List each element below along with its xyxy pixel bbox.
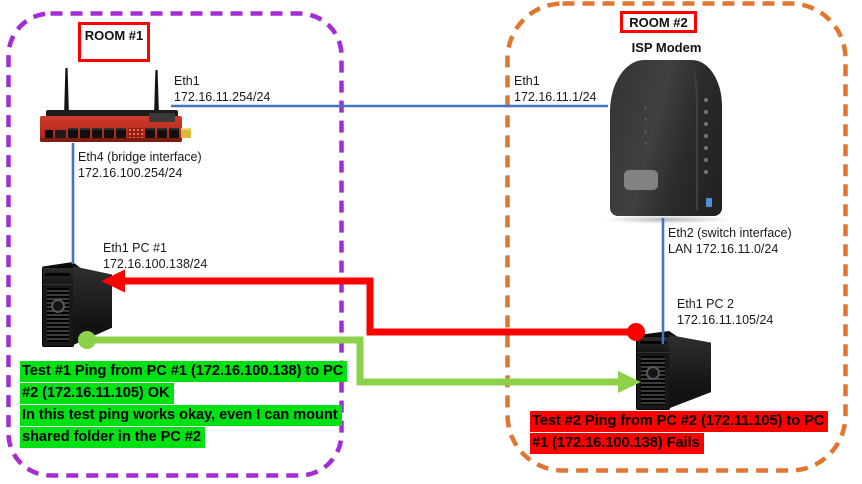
room2-label-box: ROOM #2	[620, 11, 697, 33]
router-antenna-right	[154, 70, 159, 116]
test1-line: shared folder in the PC #2	[20, 427, 205, 448]
ping-fail-path	[123, 277, 636, 336]
modem-seam	[684, 68, 698, 210]
modem-eth1-name: Eth1	[514, 74, 540, 88]
pc1-tower	[42, 262, 112, 347]
test1-line: In this test ping works okay, even I can…	[20, 405, 342, 426]
pc2-eth1-label: Eth1 PC 2 172.16.11.105/24	[677, 297, 773, 328]
pc1-eth1-ip: 172.16.100.138/24	[103, 256, 208, 271]
pc1-eth1-label: Eth1 PC #1 172.16.100.138/24	[103, 241, 207, 272]
modem-usb-led	[706, 198, 712, 207]
test2-line: Test #2 Ping from PC #2 (172.11.105) to …	[530, 411, 829, 432]
test2-annotation: Test #2 Ping from PC #2 (172.11.105) to …	[530, 411, 829, 455]
router-port-yellow	[181, 128, 191, 138]
isp-modem-device	[598, 58, 735, 224]
pc2-badge	[645, 365, 660, 380]
router-lcd	[149, 113, 175, 122]
pc2-top-panel	[636, 331, 680, 339]
pc2-front-panel	[636, 335, 670, 410]
pc2-tower	[636, 331, 711, 410]
router-eth1-label: Eth1 172.16.11.254/24	[174, 74, 270, 105]
modem-body	[610, 60, 722, 216]
pc2-side-panel	[669, 334, 711, 409]
router-eth1-ip: 172.16.11.254/24	[174, 89, 271, 104]
router-top-panel	[46, 110, 178, 120]
modem-eth1-ip: 172.16.11.1/24	[514, 89, 597, 104]
room1-label-box: ROOM #1	[78, 22, 150, 62]
modem-label-patch	[624, 170, 658, 190]
modem-shadow	[602, 215, 731, 224]
isp-modem-title: ISP Modem	[631, 40, 702, 55]
pc1-side-panel	[72, 266, 112, 346]
test1-annotation: Test #1 Ping from PC #1 (172.16.100.138)…	[20, 361, 348, 449]
router-led-grid	[128, 128, 143, 138]
pc1-eth1-name: Eth1 PC #1	[103, 241, 167, 255]
test1-line: Test #1 Ping from PC #1 (172.16.100.138)…	[20, 361, 348, 382]
pc1-vent-grill	[46, 288, 69, 343]
modem-brand-marks	[644, 106, 647, 145]
router-eth4-ip: 172.16.100.254/24	[78, 165, 183, 180]
modem-eth1-label: Eth1 172.16.11.1/24	[514, 74, 596, 105]
modem-eth2-name: Eth2 (switch interface)	[668, 226, 792, 240]
pc2-eth1-name: Eth1 PC 2	[677, 297, 734, 311]
router-front-panel	[40, 113, 191, 142]
router-eth1-name: Eth1	[174, 74, 200, 88]
router-device	[40, 66, 191, 144]
test1-line: #2 (172.16.11.105) OK	[20, 383, 174, 404]
router-antenna-left	[64, 68, 69, 116]
router-ethernet-ports	[45, 128, 191, 138]
pc2-drive-bezel	[637, 336, 669, 353]
modem-eth2-label: Eth2 (switch interface) LAN 172.16.11.0/…	[668, 226, 792, 257]
router-eth4-name: Eth4 (bridge interface)	[78, 150, 202, 164]
pc2-vent-grill	[640, 355, 665, 406]
pc2-eth1-ip: 172.16.11.105/24	[677, 312, 774, 327]
router-eth4-label: Eth4 (bridge interface) 172.16.100.254/2…	[78, 150, 202, 181]
modem-eth2-ip: LAN 172.16.11.0/24	[668, 241, 779, 256]
pc1-badge	[50, 299, 65, 314]
pc1-front-panel	[42, 267, 74, 347]
pc1-drive-bezel	[43, 268, 73, 286]
pc1-top-panel	[42, 262, 83, 270]
test2-line: #1 (172.16.100.138) Fails	[530, 433, 704, 454]
modem-led-column	[704, 98, 708, 174]
